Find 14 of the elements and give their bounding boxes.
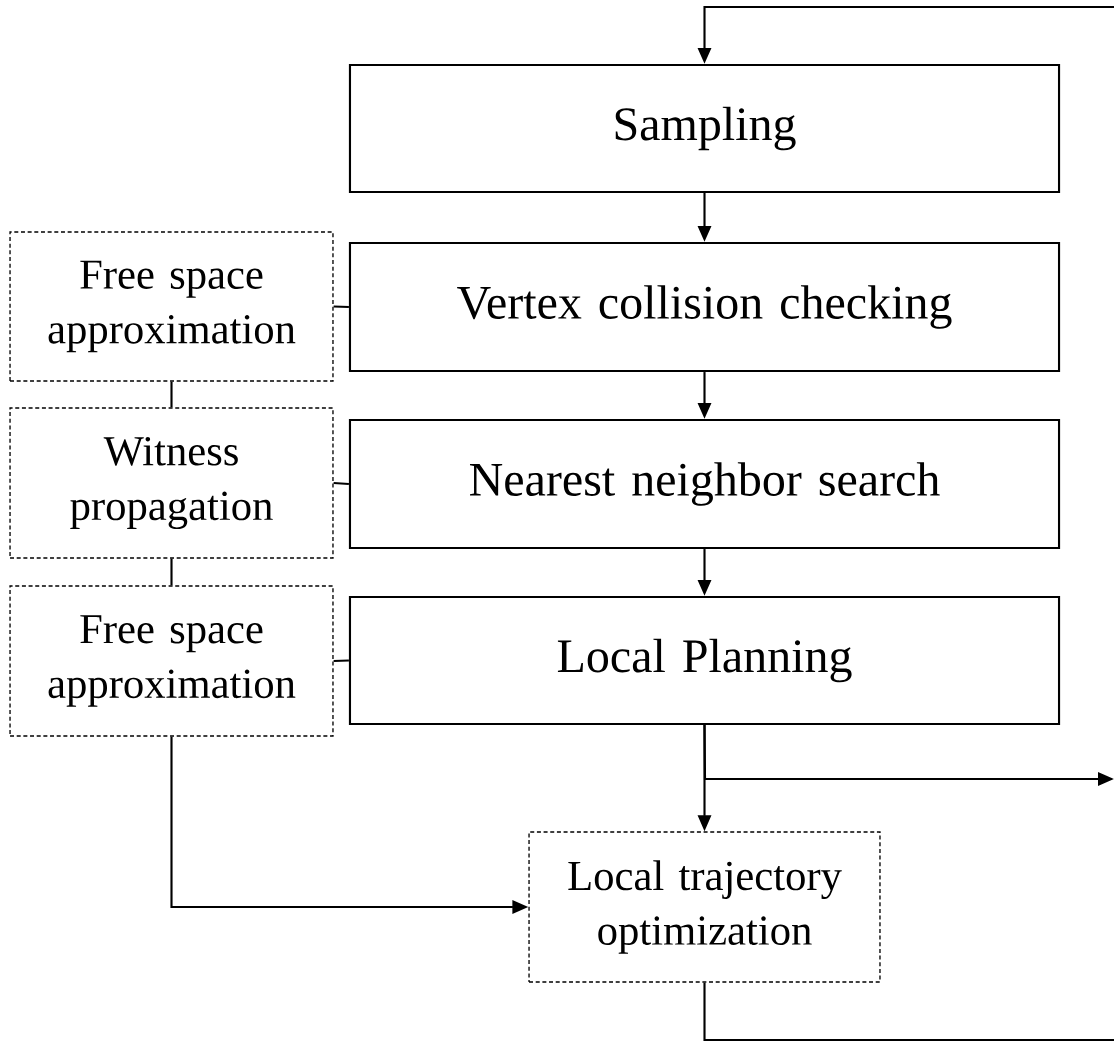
connector-line [333, 481, 349, 486]
process-box: Sampling [348, 63, 1061, 194]
process-box: Local Planning [348, 595, 1061, 726]
process-box: Witness propagation [9, 407, 334, 559]
process-box: Vertex collision checking [348, 241, 1061, 373]
process-box: Nearest neighbor search [348, 418, 1061, 550]
process-box: Free space approximation [9, 231, 334, 382]
connector-line [333, 305, 349, 309]
process-box: Local trajectory optimization [528, 831, 881, 983]
connector-line [170, 381, 173, 408]
connector-line [333, 659, 349, 663]
connector-line [170, 558, 173, 586]
process-box: Free space approximation [9, 585, 334, 737]
connector-line [703, 982, 1114, 1042]
